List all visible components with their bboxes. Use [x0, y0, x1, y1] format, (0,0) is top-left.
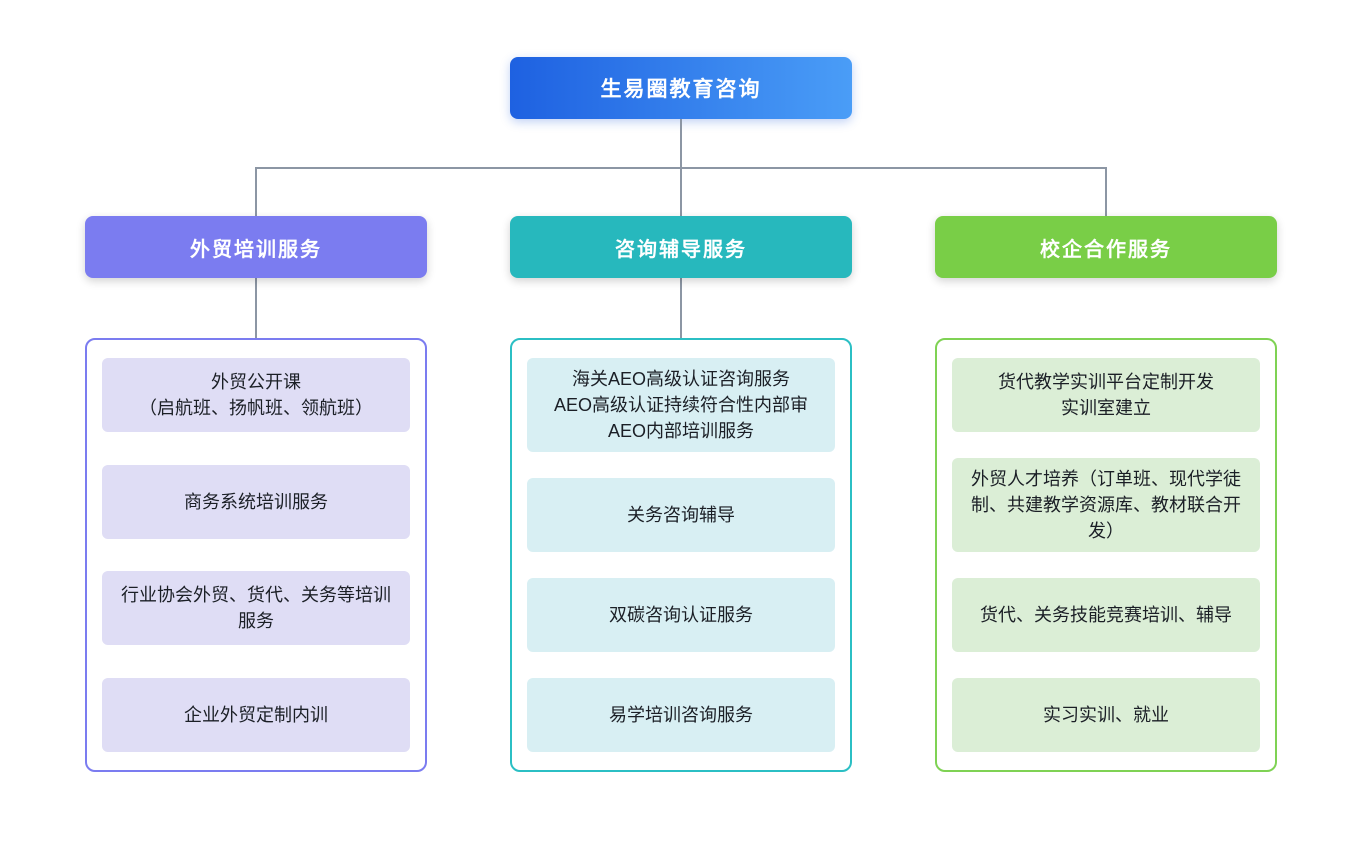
branch-header-consulting-coaching: 咨询辅导服务: [510, 216, 852, 278]
service-item: 关务咨询辅导: [527, 478, 835, 553]
connector-root-stem: [680, 119, 682, 168]
service-item: 商务系统培训服务: [102, 464, 410, 539]
service-item: 易学培训咨询服务: [527, 678, 835, 752]
branch-container-foreign-trade-training: 外贸公开课 （启航班、扬帆班、领航班） 商务系统培训服务 行业协会外贸、货代、关…: [85, 338, 427, 772]
branch-header-label: 咨询辅导服务: [615, 238, 747, 261]
service-item-label: 双碳咨询认证服务: [609, 605, 753, 626]
service-item-label: 易学培训咨询服务: [609, 704, 753, 725]
branch-school-enterprise-cooperation: 校企合作服务 货代教学实训平台定制开发 实训室建立 外贸人才培养（订单班、现代学…: [935, 216, 1277, 772]
service-item-label: 实习实训、就业: [1043, 704, 1169, 725]
service-item: 海关AEO高级认证咨询服务 AEO高级认证持续符合性内部审 AEO内部培训服务: [527, 358, 835, 453]
branch-header-school-enterprise-cooperation: 校企合作服务: [935, 216, 1277, 278]
service-item-label: 外贸人才培养（订单班、现代学徒制、共建教学资源库、教材联合开发）: [971, 468, 1241, 542]
connector-branch-1-stem: [255, 278, 257, 338]
service-item: 外贸人才培养（订单班、现代学徒制、共建教学资源库、教材联合开发）: [952, 457, 1260, 553]
branch-header-foreign-trade-training: 外贸培训服务: [85, 216, 427, 278]
branch-foreign-trade-training: 外贸培训服务 外贸公开课 （启航班、扬帆班、领航班） 商务系统培训服务 行业协会…: [85, 216, 427, 772]
service-item-label: 外贸公开课 （启航班、扬帆班、领航班）: [139, 371, 373, 418]
service-item: 外贸公开课 （启航班、扬帆班、领航班）: [102, 358, 410, 432]
connector-branch-2-stem: [680, 278, 682, 338]
service-item-label: 货代教学实训平台定制开发 实训室建立: [998, 371, 1214, 418]
branch-header-label: 校企合作服务: [1040, 238, 1172, 261]
service-item: 货代教学实训平台定制开发 实训室建立: [952, 358, 1260, 432]
service-item: 双碳咨询认证服务: [527, 578, 835, 653]
branch-container-consulting-coaching: 海关AEO高级认证咨询服务 AEO高级认证持续符合性内部审 AEO内部培训服务 …: [510, 338, 852, 772]
branch-container-school-enterprise-cooperation: 货代教学实训平台定制开发 实训室建立 外贸人才培养（订单班、现代学徒制、共建教学…: [935, 338, 1277, 772]
root-node-label: 生易圈教育咨询: [600, 78, 762, 101]
connector-drop-branch-3: [1105, 167, 1107, 216]
connector-drop-branch-1: [255, 167, 257, 216]
service-item-label: 商务系统培训服务: [184, 491, 328, 512]
root-node: 生易圈教育咨询: [510, 57, 852, 119]
service-item: 实习实训、就业: [952, 678, 1260, 752]
service-item: 行业协会外贸、货代、关务等培训服务: [102, 571, 410, 646]
service-item-label: 行业协会外贸、货代、关务等培训服务: [121, 585, 391, 632]
branch-consulting-coaching: 咨询辅导服务 海关AEO高级认证咨询服务 AEO高级认证持续符合性内部审 AEO…: [510, 216, 852, 772]
service-item: 货代、关务技能竞赛培训、辅导: [952, 578, 1260, 653]
service-item-label: 海关AEO高级认证咨询服务 AEO高级认证持续符合性内部审 AEO内部培训服务: [553, 369, 808, 442]
service-item-label: 企业外贸定制内训: [184, 704, 328, 725]
branch-header-label: 外贸培训服务: [190, 238, 322, 261]
service-item-label: 关务咨询辅导: [627, 505, 735, 526]
service-item: 企业外贸定制内训: [102, 677, 410, 752]
service-item-label: 货代、关务技能竞赛培训、辅导: [980, 605, 1232, 626]
connector-drop-branch-2: [680, 167, 682, 216]
